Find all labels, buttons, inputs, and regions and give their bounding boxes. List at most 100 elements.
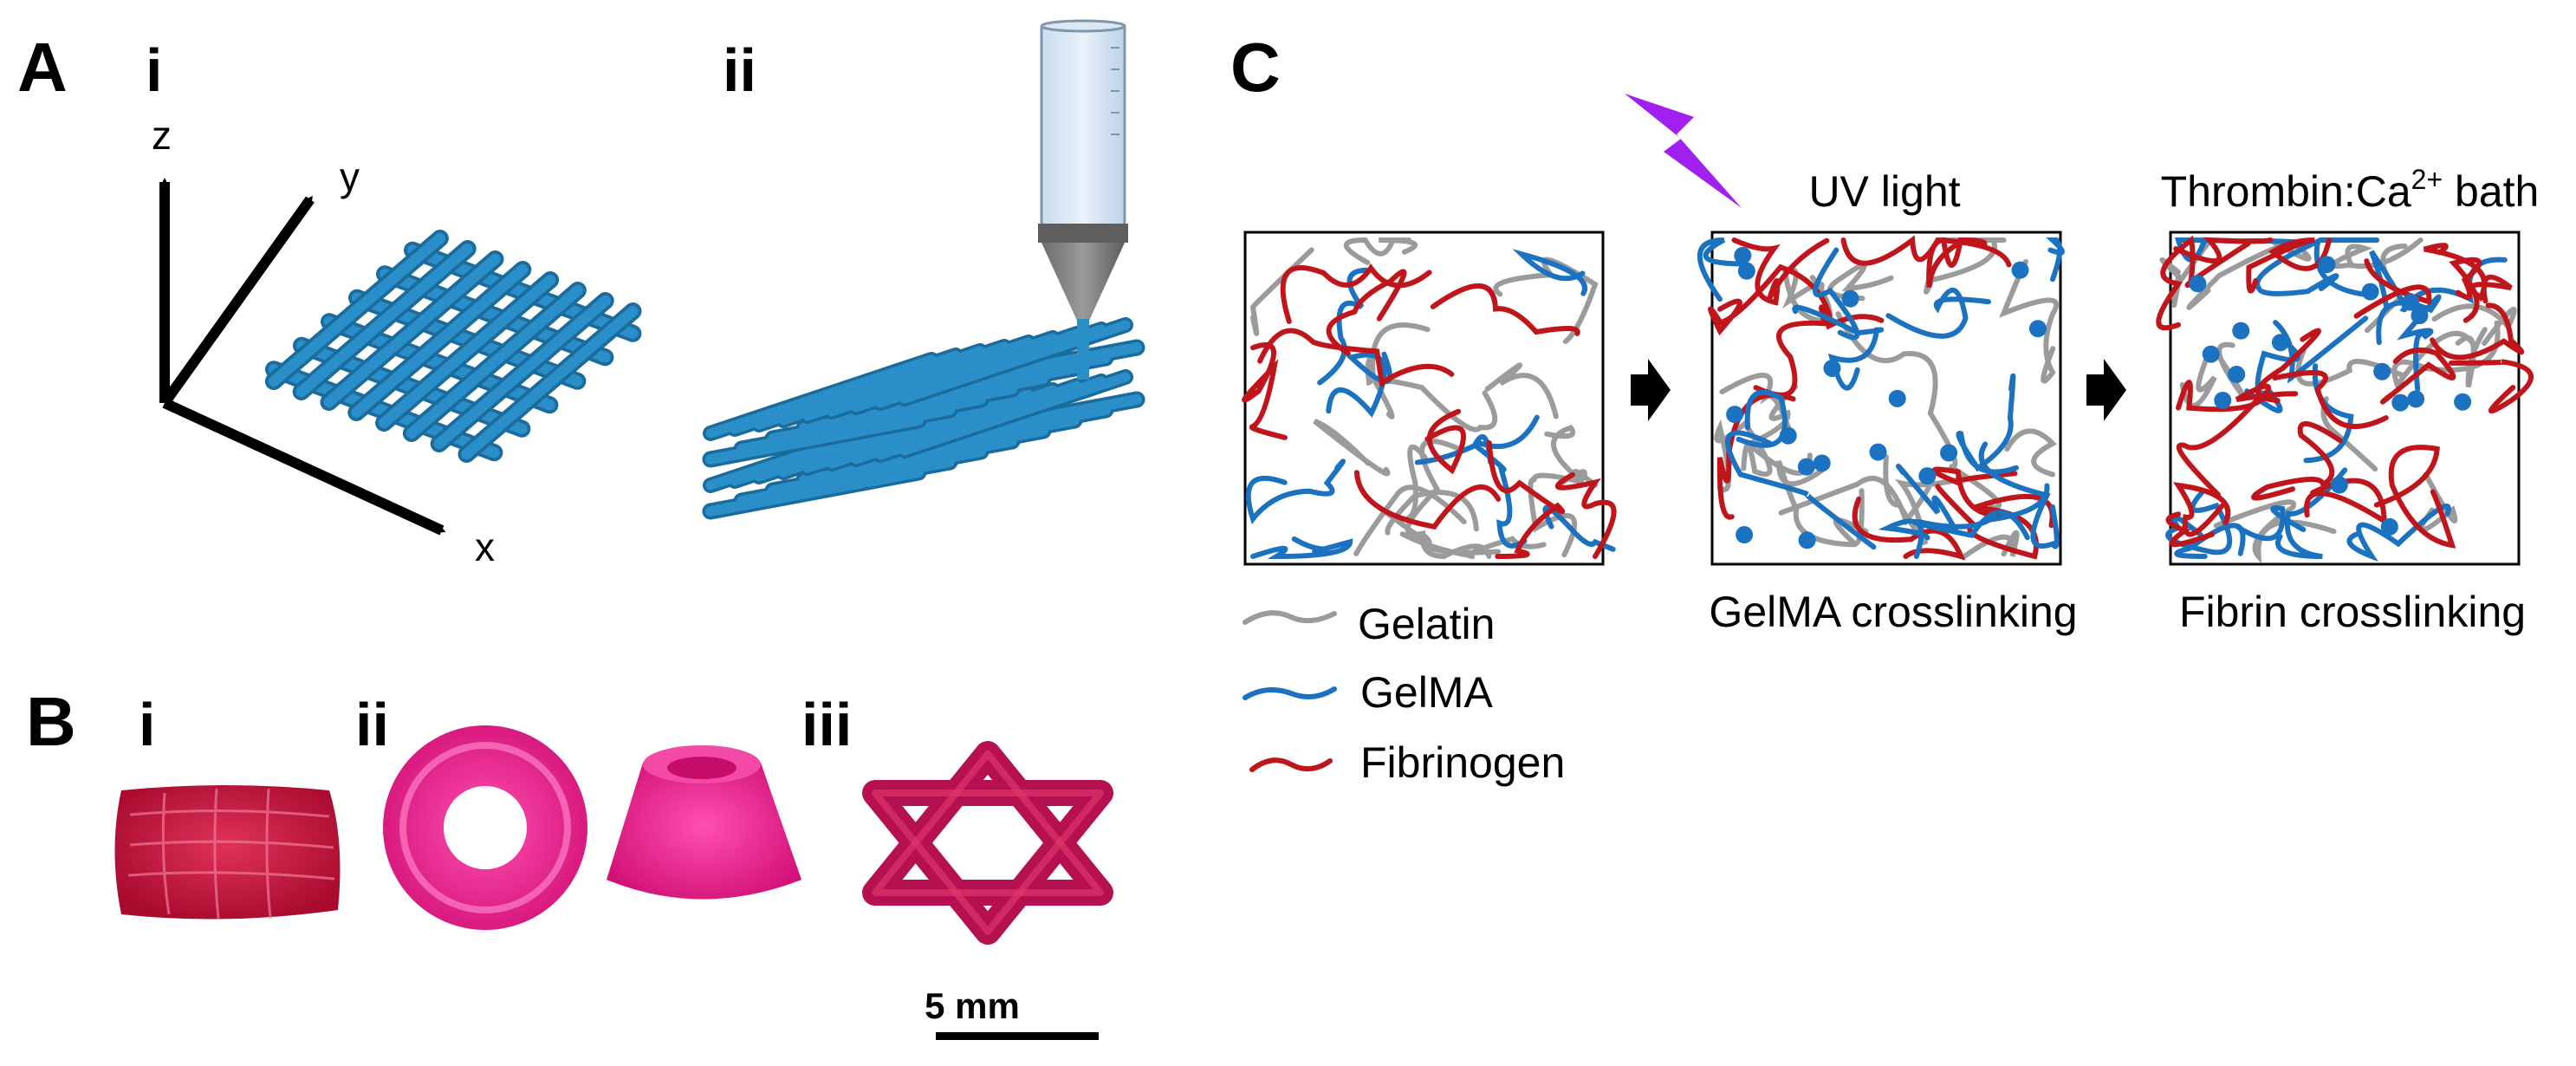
fibrin-strand	[2379, 347, 2456, 405]
axis-y-label: y	[340, 154, 360, 199]
gelma-crosslink	[1736, 526, 1754, 544]
gelma-strand	[2275, 467, 2348, 559]
fibrinogen-strand	[1424, 408, 1466, 475]
gelatin-strand	[1365, 354, 1498, 432]
legend: Gelatin GelMA Fibrinogen	[1243, 600, 1565, 787]
gelma-crosslink	[2011, 261, 2029, 279]
gelma-crosslink	[2373, 362, 2391, 380]
uv-light-title: UV light	[1808, 167, 1960, 216]
gelma-crosslink	[2228, 366, 2246, 384]
gelma-crosslink	[1823, 359, 1841, 377]
gelma-crosslink	[1813, 454, 1831, 472]
scale-bar	[936, 1032, 1099, 1040]
printed-ring-side-photo	[607, 745, 801, 900]
gelatin-strand	[1484, 362, 1559, 419]
gelma-strand	[1885, 287, 1991, 339]
gelma-crosslink	[2454, 393, 2472, 411]
fibrin-strand	[2373, 445, 2456, 549]
panel-b-sub-ii: ii	[355, 691, 389, 758]
fibrinogen-strand	[1353, 470, 1502, 530]
panel-a-sub-i: i	[146, 36, 162, 104]
syringe-nozzle	[1041, 243, 1125, 321]
gelma-crosslink	[2189, 275, 2207, 293]
panel-b-label: B	[26, 683, 76, 760]
fibrinogen-strand	[1731, 237, 1830, 306]
stack-layer	[703, 317, 1133, 441]
fibrin-strand	[2251, 421, 2343, 501]
legend-label-gelatin: Gelatin	[1358, 600, 1495, 648]
legend-swatch-gelma	[1243, 686, 1337, 700]
fibrin-strand	[2424, 243, 2513, 304]
gelma-crosslink	[2407, 390, 2425, 408]
process-arrow-2	[2086, 359, 2126, 421]
panel-b: B i ii iii	[26, 683, 1113, 1040]
gelatin-strand	[1343, 237, 1418, 265]
gelma-strand	[1911, 483, 2050, 541]
gelatin-strand	[1385, 490, 1479, 536]
legend-label-gelma: GelMA	[1360, 668, 1493, 717]
fibrin-strand	[2173, 237, 2274, 264]
legend-swatch-fibrinogen	[1249, 757, 1333, 772]
fibrinogen-strand	[1716, 392, 1796, 520]
gelma-strand	[1896, 463, 1958, 533]
gelma-crosslink	[1841, 289, 1859, 308]
gelma-strand	[1697, 237, 1742, 302]
panel-a-label: A	[17, 29, 68, 106]
legend-label-fibrinogen: Fibrinogen	[1360, 738, 1565, 787]
thrombin-bath-title: Thrombin:Ca2+ bath	[2161, 164, 2540, 216]
axis-z-label: z	[152, 113, 172, 158]
printing-syringe	[1038, 19, 1128, 380]
fibrin-strand	[2353, 258, 2432, 319]
syringe-top	[1040, 19, 1126, 33]
gelma-crosslink	[2028, 320, 2047, 338]
gelatin-strand	[2391, 320, 2501, 391]
gelma-crosslink	[1726, 406, 1744, 424]
fibrin-strand	[2255, 328, 2321, 404]
stack-layer	[703, 369, 1133, 493]
gelma-crosslink	[1737, 262, 1755, 280]
panel-c: C UV light Thrombin:Ca2+ bath GelMA cros…	[1230, 29, 2539, 787]
caption-gelma-crosslinking: GelMA crosslinking	[1709, 588, 2077, 636]
gelma-crosslink	[2232, 322, 2250, 340]
gelma-crosslink	[1940, 444, 1958, 462]
network-box-initial	[1242, 231, 1617, 566]
fibrinogen-strand	[1257, 328, 1455, 387]
fibrinogen-strand	[1852, 496, 1966, 561]
axis-x-label: x	[475, 524, 495, 569]
fibrin-strand	[2448, 359, 2534, 414]
panel-b-sub-i: i	[139, 691, 155, 758]
fibrinogen-strand	[1935, 484, 2055, 560]
gelma-crosslink	[2411, 307, 2429, 325]
scale-bar-label: 5 mm	[925, 985, 1020, 1026]
gelma-strand	[1813, 247, 1860, 341]
gelma-strand	[1512, 249, 1587, 296]
polymer-network-initial	[1242, 237, 1617, 560]
gelma-crosslink	[2361, 283, 2379, 301]
fibrinogen-strand	[1326, 269, 1407, 356]
gelma-crosslink	[2330, 476, 2348, 494]
gelatin-strand	[1353, 484, 1467, 556]
gelma-strand	[1250, 536, 1353, 560]
gelma-strand	[1317, 267, 1369, 386]
gelma-crosslink	[2318, 256, 2336, 274]
panel-a: A i ii z y x	[17, 19, 1145, 569]
gelatin-strand	[2186, 237, 2312, 310]
fibrinogen-strand	[1931, 466, 2018, 518]
network-box-fibrin	[2156, 231, 2534, 566]
x-axis-arrow	[162, 398, 446, 536]
fibrin-strand	[2246, 237, 2332, 294]
syringe-graduations	[1111, 47, 1119, 135]
gelma-strand	[1978, 441, 2060, 549]
gelma-strand	[2255, 237, 2379, 296]
gelatin-strand	[1999, 259, 2060, 384]
gelma-crosslink	[1888, 389, 1906, 407]
legend-item-gelma: GelMA	[1243, 668, 1493, 717]
printed-star-photo	[862, 741, 1113, 945]
printed-ring-top-photo	[383, 725, 587, 930]
gelma-crosslink	[1869, 443, 1887, 461]
panel-c-label: C	[1230, 29, 1281, 106]
gelma-strand	[1414, 442, 1528, 549]
gelatin-strand	[1778, 472, 1934, 527]
caption-fibrin-crosslinking: Fibrin crosslinking	[2179, 588, 2526, 636]
scaffold-stacked-layers	[702, 317, 1145, 520]
